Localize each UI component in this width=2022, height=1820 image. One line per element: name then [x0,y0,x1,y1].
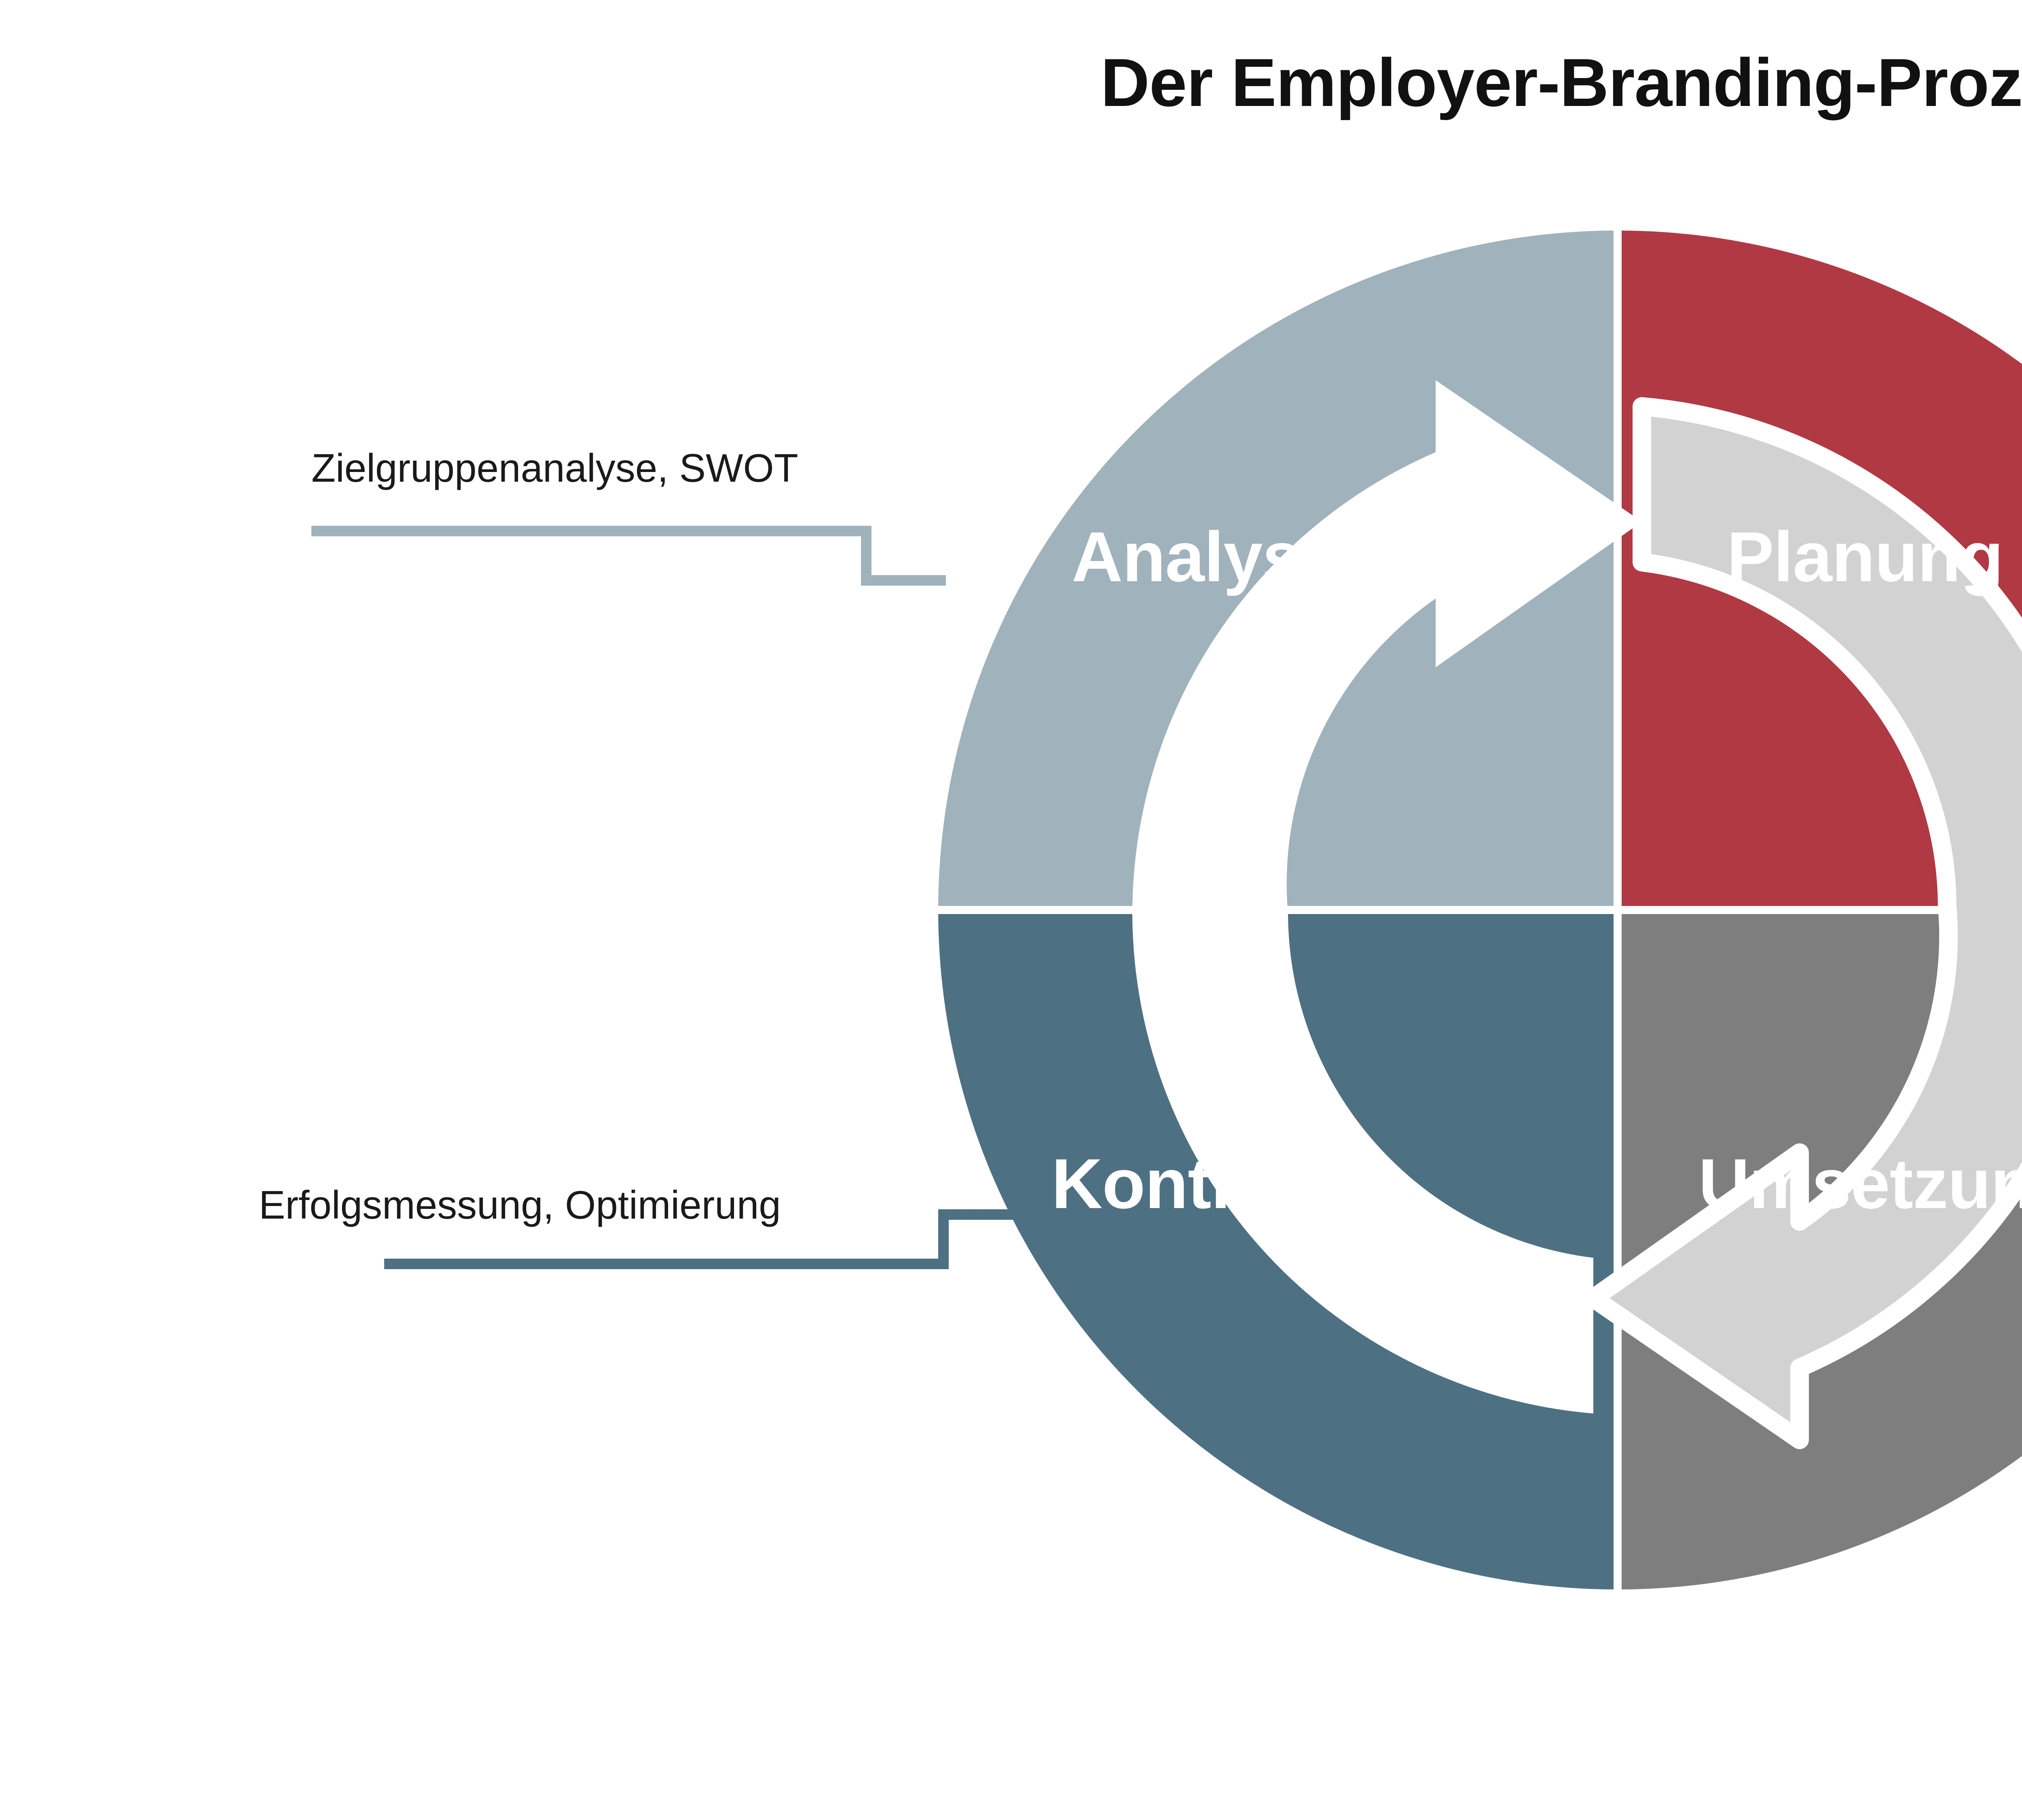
quadrant-label-planung: Planung [1727,518,2003,597]
quadrant-label-analyse: Analyse [1072,518,1341,597]
quadrant-label-umsetzung: Umsetzung [1698,1145,2022,1223]
counter-arrow-icon [1584,397,2022,1449]
quadrant-label-kontrolle: Kontrolle [1051,1145,1359,1223]
clockwise-arrow-icon [1132,380,1642,1414]
employer-branding-cycle-chart [930,222,2022,1598]
callout-label-kontrolle: Erfolgsmessung, Optimierung [259,1183,781,1227]
callout-label-analyse: Zielgruppenanalyse, SWOT [311,446,798,490]
connector-line-analyse [311,526,946,590]
connector-line-kontrolle [263,1209,1031,1274]
page-title: Der Employer-Branding-Prozess [1100,44,2022,121]
